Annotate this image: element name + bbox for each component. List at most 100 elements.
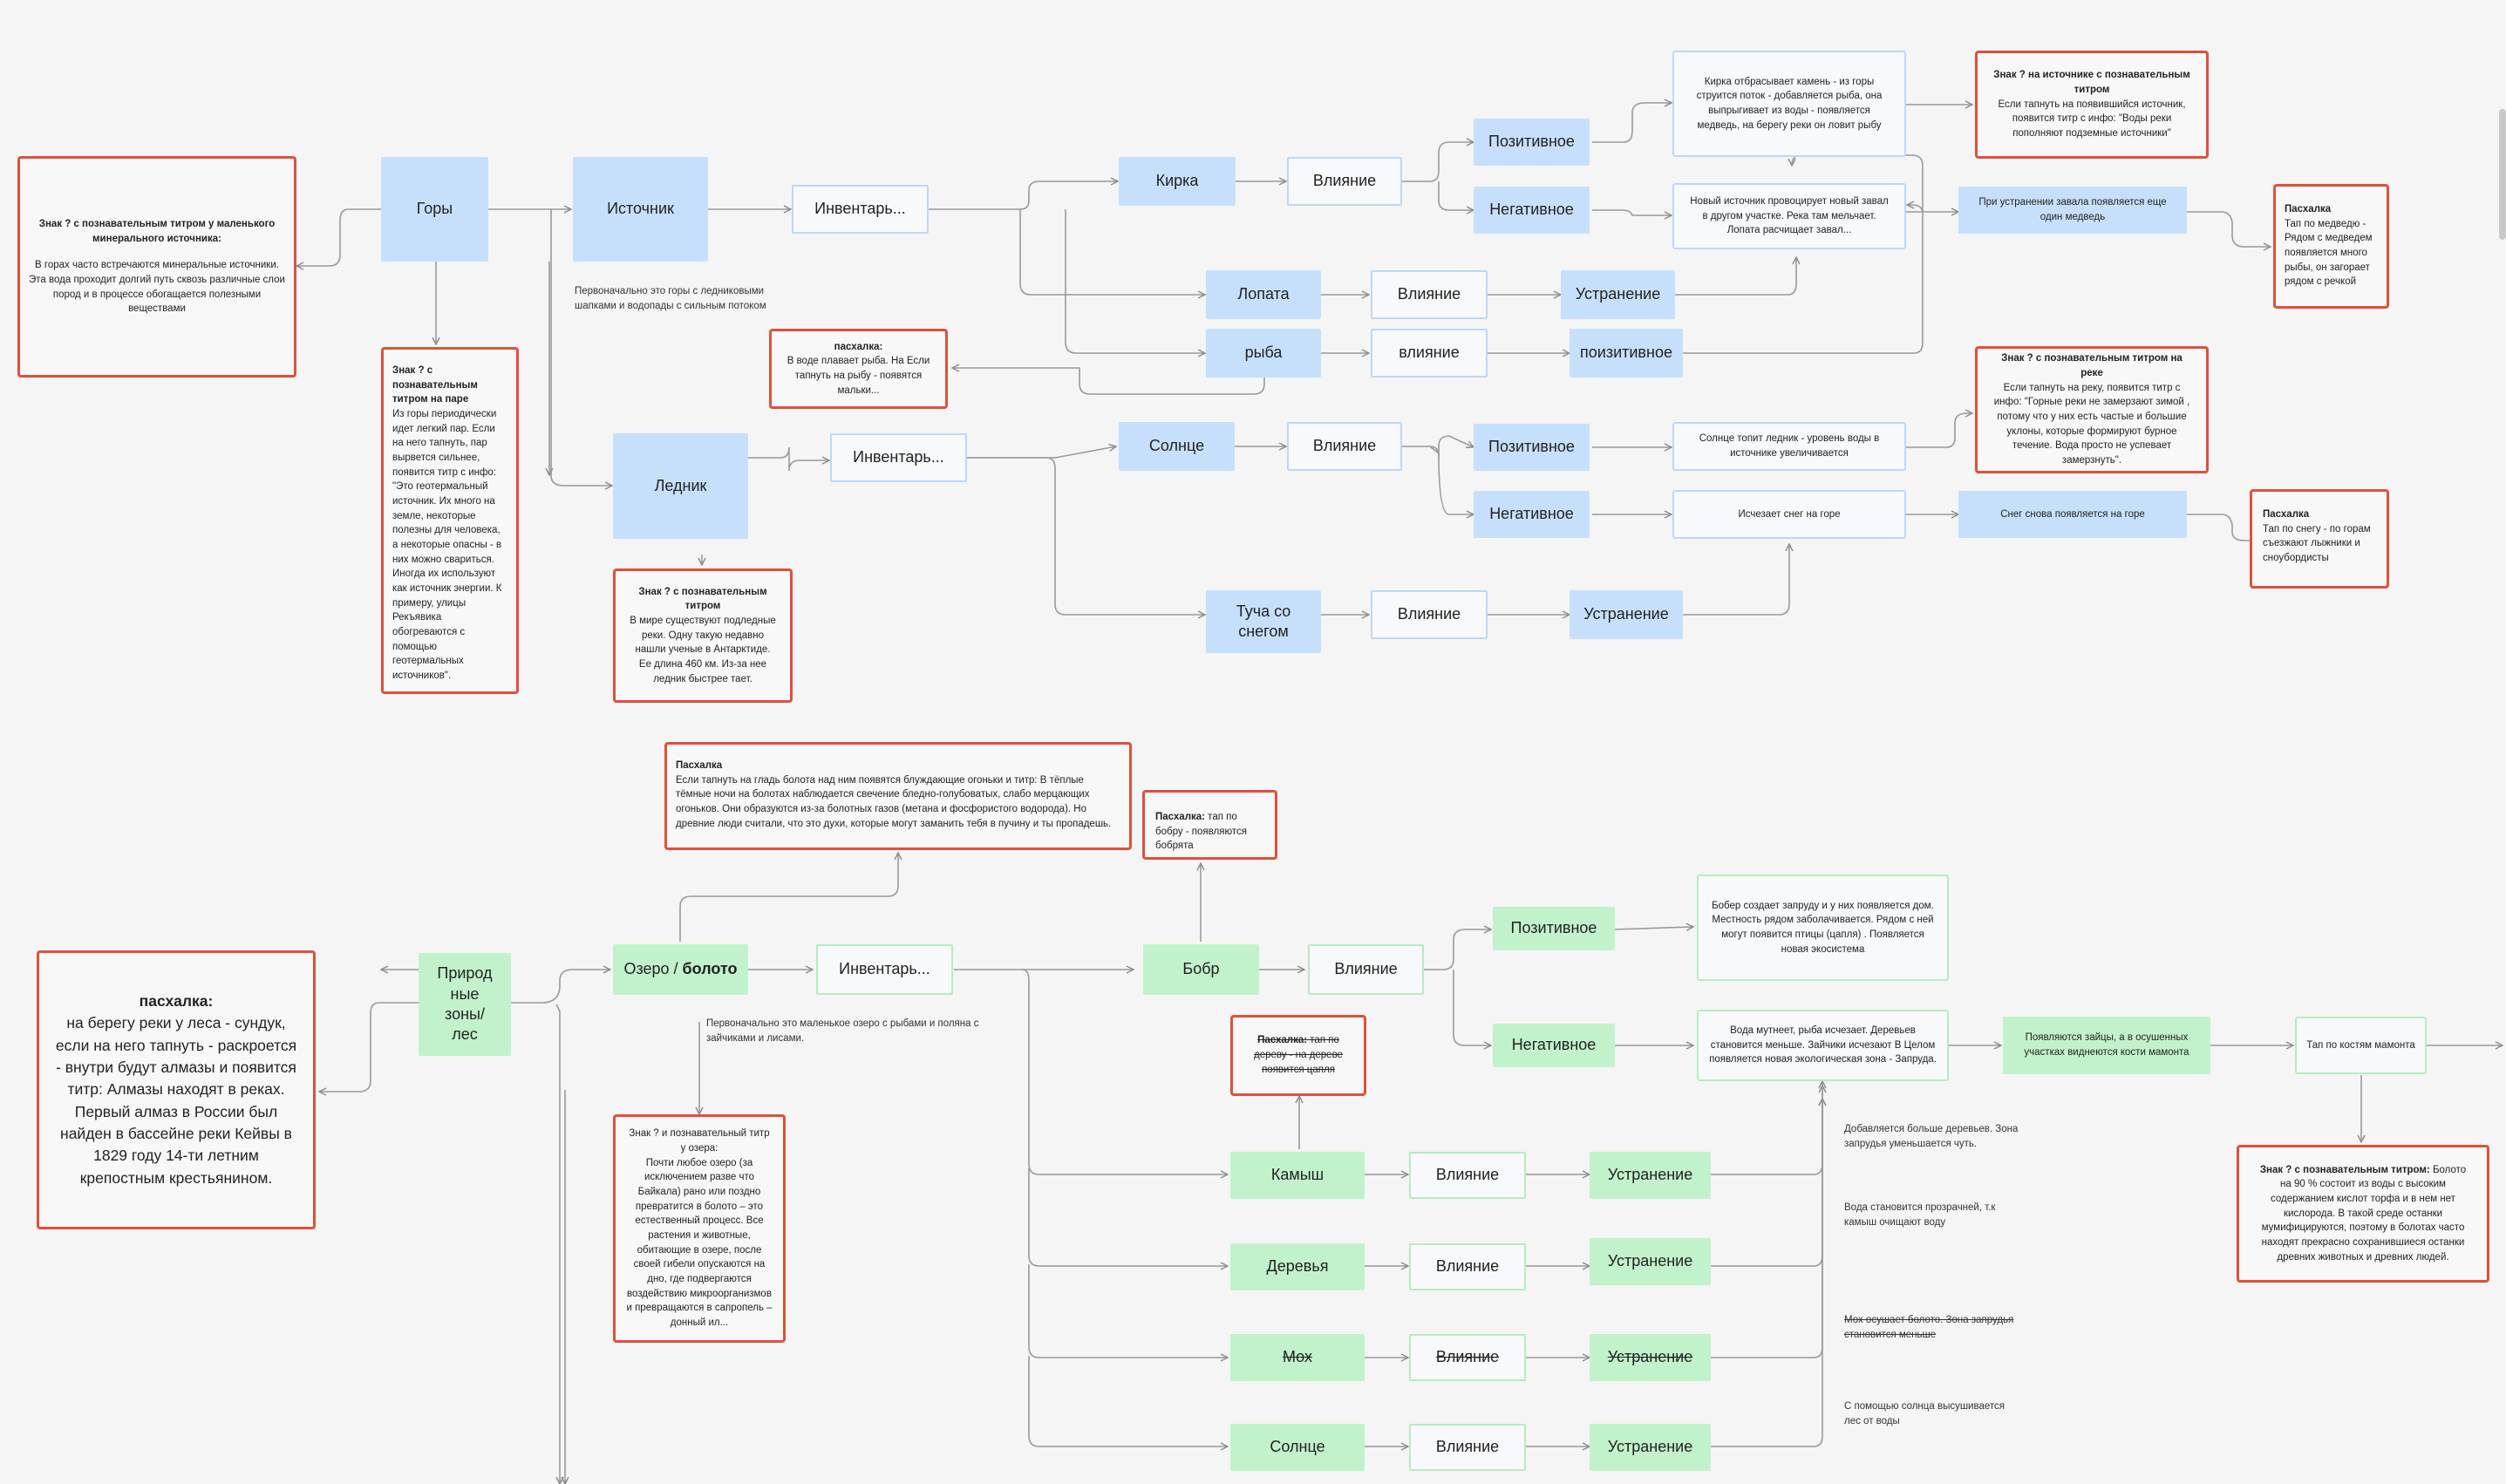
note-gory: Знак ? с познавательным титром у маленьк… (17, 156, 296, 378)
note-caplya-title: Пасхалка: (1257, 1035, 1308, 1046)
node-kamysh-ustranenie[interactable]: Устранение (1590, 1152, 1711, 1199)
node-lopata-ustranenie[interactable]: Устранение (1561, 270, 1675, 319)
node-lednik[interactable]: Ледник (613, 433, 748, 539)
note-torf-body: Болото на 90 % состоит из воды с высоким… (2261, 1164, 2467, 1263)
note-istochnik: Знак ? на источнике с познавательным тит… (1975, 51, 2209, 159)
node-ryba-pozitiv[interactable]: поизитивное (1570, 329, 1683, 378)
note-medved: Пасхалка Тап по медведю - Рядом с медвед… (2273, 184, 2389, 309)
node-prirodnye-zony[interactable]: Природ ные зоны/ лес (419, 953, 511, 1056)
note-caplya: Пасхалка: тап по дереву - на дереве появ… (1230, 1015, 1366, 1096)
note-ryba-title: пасхалка: (834, 341, 883, 352)
note-sneg: Пасхалка Тап по снегу - по горам съезжаю… (2250, 489, 2389, 589)
node-ryba[interactable]: рыба (1206, 329, 1321, 378)
note-gory-title: Знак ? с познавательным титром у маленьк… (38, 218, 276, 244)
node-solnce2-vliyanie[interactable]: Влияние (1409, 1424, 1526, 1471)
note-medved-title: Пасхалка (2285, 204, 2332, 214)
text-istochnik-initial: Первоначально это горы с ледниковыми шап… (575, 286, 766, 311)
node-solnce-vliyanie[interactable]: Влияние (1287, 422, 1402, 471)
node-inventory-2[interactable]: Инвентарь... (830, 433, 967, 482)
box-tap-mamont: Тап по костям мамонта (2295, 1017, 2427, 1074)
note-torf: Знак ? с познавательным титром: Болото н… (2237, 1145, 2489, 1283)
node-moh-ustranenie[interactable]: Устранение (1590, 1334, 1711, 1381)
text-moh-effect: Мох осушает болото. Зона запрудья станов… (1844, 1315, 2014, 1340)
note-lednik: Знак ? с познавательным титром В мире су… (613, 568, 793, 703)
box-zaval: При устранении завала появляется еще оди… (1958, 187, 2187, 234)
node-kamysh-vliyanie[interactable]: Влияние (1409, 1152, 1526, 1199)
note-sneg-body: Тап по снегу - по горам съезжают лыжники… (2263, 523, 2371, 564)
note-par-body: Из горы периодически идет легкий пар. Ес… (392, 409, 502, 682)
node-bobr[interactable]: Бобр (1143, 944, 1259, 995)
note-reka-body: Если тапнуть на реку, появится титр с ин… (1993, 382, 2190, 466)
node-bobr-vliyanie[interactable]: Влияние (1308, 944, 1424, 995)
note-lednik-title: Знак ? с познавательным титром (638, 586, 767, 612)
note-boloto-body: Если тапнуть на гладь болота над ним поя… (676, 774, 1112, 829)
node-solnce-2[interactable]: Солнце (1230, 1424, 1365, 1471)
node-inventory-3[interactable]: Инвентарь... (816, 944, 953, 995)
note-medved-body: Тап по медведю - Рядом с медведем появля… (2285, 218, 2373, 288)
note-almaz-body: на берегу реки у леса - сундук, если на … (55, 1014, 297, 1187)
box-kirka-result: Кирка отбрасывает камень - из горы струи… (1672, 51, 1906, 157)
node-ryba-vliyanie[interactable]: влияние (1371, 329, 1488, 378)
node-kirka[interactable]: Кирка (1119, 157, 1236, 206)
text-ozero-initial: Первоначально это маленькое озеро с рыба… (706, 1018, 979, 1044)
note-reka-title: Знак ? с познавательным титром на реке (2001, 353, 2183, 378)
note-sneg-title: Пасхалка (2263, 509, 2310, 520)
note-boloto: Пасхалка Если тапнуть на гладь болота на… (664, 742, 1132, 850)
node-lopata[interactable]: Лопата (1206, 270, 1321, 319)
note-bobr-body: тап по бобру - появляются бобрята (1155, 812, 1247, 852)
note-reka: Знак ? с познавательным титром на реке Е… (1975, 346, 2209, 473)
node-kirka-pozitiv[interactable]: Позитивное (1474, 119, 1590, 166)
note-lednik-body: В мире существуют подледные реки. Одну т… (630, 615, 776, 684)
node-tucha[interactable]: Туча со снегом (1206, 590, 1321, 653)
text-derevya-effect: Вода становится прозрачней, т.к камыш оч… (1844, 1202, 1996, 1228)
node-tucha-ustranenie[interactable]: Устранение (1570, 590, 1683, 639)
node-tucha-vliyanie[interactable]: Влияние (1371, 590, 1488, 639)
note-bobr: Пасхалка: тап по бобру - появляются бобр… (1142, 790, 1277, 860)
node-ozero-boloto[interactable]: Озеро / болото (613, 944, 748, 995)
node-gory[interactable]: Горы (381, 157, 488, 262)
node-bobr-negativ[interactable]: Негативное (1493, 1024, 1615, 1067)
note-ryba-body: В воде плавает рыба. На Если тапнуть на … (787, 356, 930, 396)
node-istochnik[interactable]: Источник (573, 157, 708, 262)
node-moh[interactable]: Мох (1230, 1334, 1365, 1381)
node-solnce2-ustranenie[interactable]: Устранение (1590, 1424, 1711, 1471)
box-sneg-again: Снег снова появляется на горе (1958, 491, 2187, 538)
note-par: Знак ? с познавательным титром на паре И… (381, 347, 519, 694)
box-bobr-poz-result: Бобер создает запруду и у них появляется… (1697, 875, 1949, 981)
note-torf-title: Знак ? с познавательным титром: (2259, 1164, 2430, 1175)
node-boloto-label: болото (682, 960, 738, 978)
note-gory-body: В горах часто встречаются минеральные ис… (29, 260, 285, 315)
note-caplya-body: тап по дереву - на дереве появится цапля (1254, 1035, 1343, 1075)
node-moh-vliyanie[interactable]: Влияние (1409, 1334, 1526, 1381)
note-istochnik-body: Если тапнуть на появившийся источник, по… (1998, 99, 2186, 139)
node-solnce-pozitiv[interactable]: Позитивное (1474, 424, 1590, 471)
node-derevya[interactable]: Деревья (1230, 1243, 1365, 1290)
node-lopata-vliyanie[interactable]: Влияние (1371, 270, 1488, 319)
node-kamysh[interactable]: Камыш (1230, 1152, 1365, 1199)
box-solnce-result: Солнце топит ледник - уровень воды в ист… (1672, 422, 1906, 471)
box-sneg-result: Исчезает снег на горе (1672, 490, 1906, 539)
note-ryba: пасхалка: В воде плавает рыба. На Если т… (769, 329, 948, 409)
note-par-title: Знак ? с познавательным титром на паре (392, 365, 478, 405)
node-ozero-label: Озеро / (623, 960, 683, 978)
node-derevya-vliyanie[interactable]: Влияние (1409, 1243, 1526, 1290)
node-bobr-pozitiv[interactable]: Позитивное (1493, 907, 1615, 950)
text-solnce-effect: С помощью солнца высушивается лес от вод… (1844, 1401, 2005, 1426)
box-bobr-neg-result: Вода мутнеет, рыба исчезает. Деревьев ст… (1697, 1010, 1949, 1081)
box-neg-kirka-result: Новый источник провоцирует новый завал в… (1672, 183, 1906, 249)
text-kamysh-effect: Добавляется больше деревьев. Зона запруд… (1844, 1124, 2019, 1149)
vertical-scrollbar[interactable] (2499, 109, 2506, 240)
node-inventory-1[interactable]: Инвентарь... (792, 185, 929, 234)
node-derevya-ustranenie[interactable]: Устранение (1590, 1238, 1711, 1285)
node-solnce-1[interactable]: Солнце (1119, 422, 1235, 471)
box-zaycy: Появляются зайцы, а в осушенных участках… (2003, 1017, 2210, 1074)
note-almaz-title: пасхалка: (139, 991, 214, 1010)
node-solnce-negativ[interactable]: Негативное (1474, 491, 1590, 538)
note-almaz: пасхалка: на берегу реки у леса - сундук… (37, 950, 316, 1229)
note-boloto-title: Пасхалка (676, 760, 723, 771)
node-kirka-negativ[interactable]: Негативное (1474, 187, 1590, 234)
note-ozero: Знак ? и познавательный титр у озера: По… (613, 1114, 786, 1343)
note-ozero-body: Почти любое озеро (за исключением разве … (626, 1157, 773, 1329)
node-kirka-vliyanie[interactable]: Влияние (1287, 157, 1402, 206)
